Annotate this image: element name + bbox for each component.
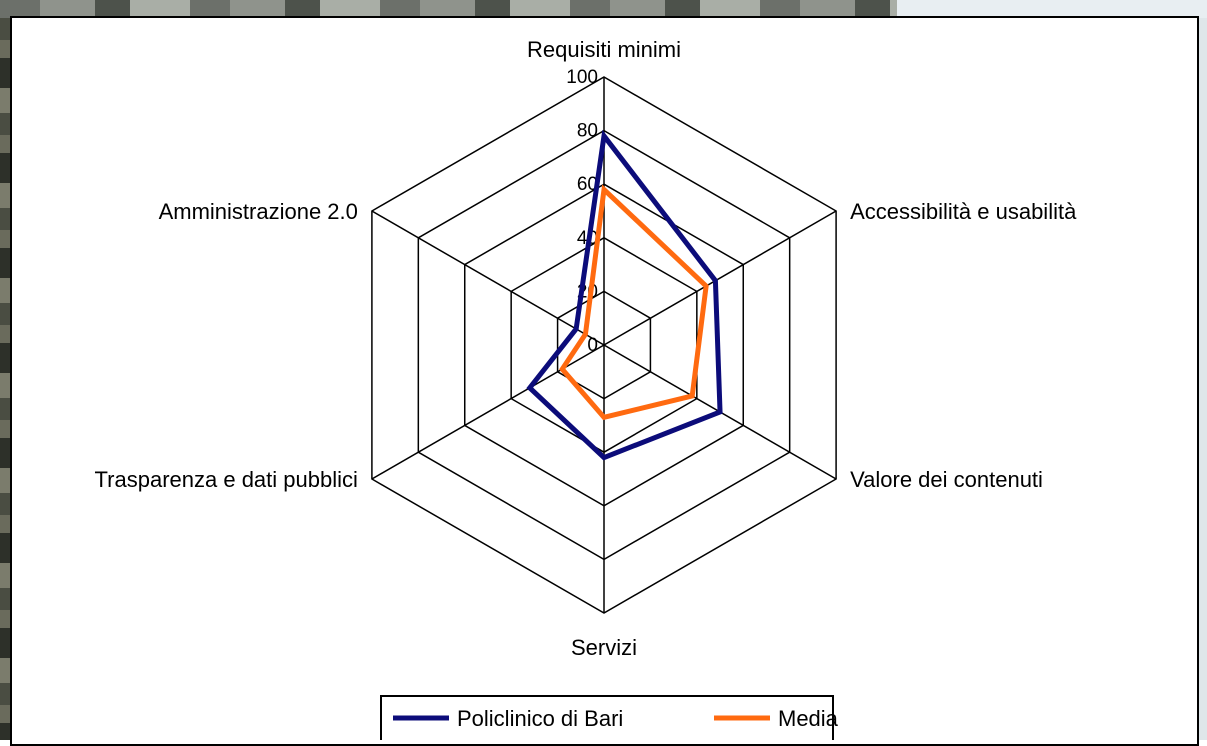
category-label: Accessibilità e usabilità [850, 199, 1077, 224]
category-label: Valore dei contenuti [850, 467, 1043, 492]
tick-label: 100 [566, 67, 598, 88]
radar-grid [371, 76, 837, 614]
series-line-media [559, 184, 709, 421]
background-photo-left [0, 18, 12, 740]
background-photo-top-right [897, 0, 1207, 18]
category-label: Amministrazione 2.0 [159, 199, 358, 224]
legend: Policlinico di Bari Media [380, 695, 839, 740]
series-lines [526, 129, 723, 461]
grid-spoke [371, 210, 605, 346]
tick-label: 80 [577, 121, 598, 142]
category-label: Servizi [571, 635, 637, 660]
grid-spoke [371, 344, 605, 480]
tick-label: 60 [577, 174, 598, 195]
grid-spoke [603, 210, 837, 346]
category-label: Requisiti minimi [527, 37, 681, 62]
legend-label: Policlinico di Bari [457, 706, 623, 731]
series-line-policlinico-di-bari [526, 129, 723, 461]
category-label: Trasparenza e dati pubblici [95, 467, 358, 492]
legend-label: Media [778, 706, 839, 731]
tick-label: 0 [587, 335, 598, 356]
